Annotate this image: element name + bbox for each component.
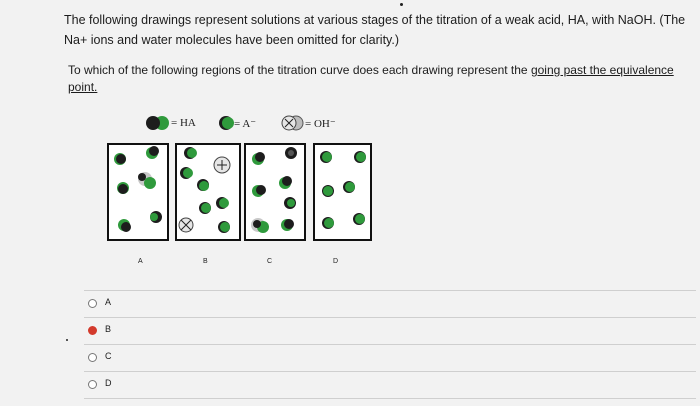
radio-button-selected[interactable] xyxy=(88,326,97,335)
a-minus-particle xyxy=(322,185,334,197)
ha-particle xyxy=(251,218,269,233)
drawing-b-particles xyxy=(178,147,231,233)
oh-minus-particle xyxy=(213,156,231,174)
ha-particle xyxy=(117,182,129,194)
gray-sphere-cross-icon xyxy=(281,115,304,131)
drawing-label-d: D xyxy=(333,258,339,265)
drawing-c xyxy=(244,143,306,241)
a-minus-particle xyxy=(138,172,156,189)
a-minus-particle xyxy=(343,181,355,193)
option-label: D xyxy=(105,378,112,388)
ha-particle xyxy=(146,146,159,159)
drawing-d-particles xyxy=(320,151,366,229)
a-minus-particle xyxy=(199,202,211,214)
option-divider xyxy=(84,317,696,318)
option-divider xyxy=(84,398,696,399)
ha-particle xyxy=(118,219,131,232)
black-green-pair-icon xyxy=(146,116,169,130)
legend-label: = OH⁻ xyxy=(305,118,336,130)
ha-particle xyxy=(252,185,266,197)
green-sphere-black-edge-icon xyxy=(219,116,234,130)
ha-particle xyxy=(281,219,294,231)
ha-particle xyxy=(284,197,296,209)
option-label: B xyxy=(105,324,112,334)
radio-button[interactable] xyxy=(88,380,97,389)
a-minus-particle xyxy=(216,197,229,209)
prompt-underlined: going past the equivalence point. xyxy=(68,63,674,94)
question-prompt: To which of the following regions of the… xyxy=(68,62,693,96)
radio-button[interactable] xyxy=(88,353,97,362)
a-minus-particle xyxy=(218,221,230,233)
ha-particle xyxy=(279,176,292,189)
a-minus-particle xyxy=(285,147,297,159)
ha-particle xyxy=(114,153,126,165)
drawing-d xyxy=(313,143,372,241)
drawing-c-particles xyxy=(251,147,297,233)
legend-label: = HA xyxy=(171,117,196,129)
a-minus-particle xyxy=(322,217,334,229)
a-minus-particle xyxy=(180,167,193,179)
a-minus-particle xyxy=(197,179,209,191)
option-divider xyxy=(84,344,696,345)
option-divider xyxy=(84,371,696,372)
option-label: A xyxy=(105,297,112,307)
stray-dot xyxy=(66,339,68,341)
ha-particle xyxy=(252,152,265,165)
drawing-b xyxy=(175,143,241,241)
drawing-label-a: A xyxy=(138,258,143,265)
ha-particle xyxy=(150,211,162,223)
drawing-label-b: B xyxy=(203,258,208,265)
option-label: C xyxy=(105,351,112,361)
drawing-a-particles xyxy=(114,146,162,232)
a-minus-particle xyxy=(184,147,197,159)
a-minus-particle xyxy=(354,151,366,163)
a-minus-particle xyxy=(353,213,365,225)
prompt-text: To which of the following regions of the… xyxy=(68,63,531,77)
legend-label: = A⁻ xyxy=(234,118,257,130)
a-minus-particle xyxy=(320,151,332,163)
cursor-dot xyxy=(400,3,403,6)
option-divider xyxy=(84,290,696,291)
question-intro: The following drawings represent solutio… xyxy=(64,13,686,47)
drawing-a xyxy=(107,143,169,241)
oh-minus-particle xyxy=(178,217,194,233)
radio-button[interactable] xyxy=(88,299,97,308)
drawing-label-c: C xyxy=(267,258,273,265)
